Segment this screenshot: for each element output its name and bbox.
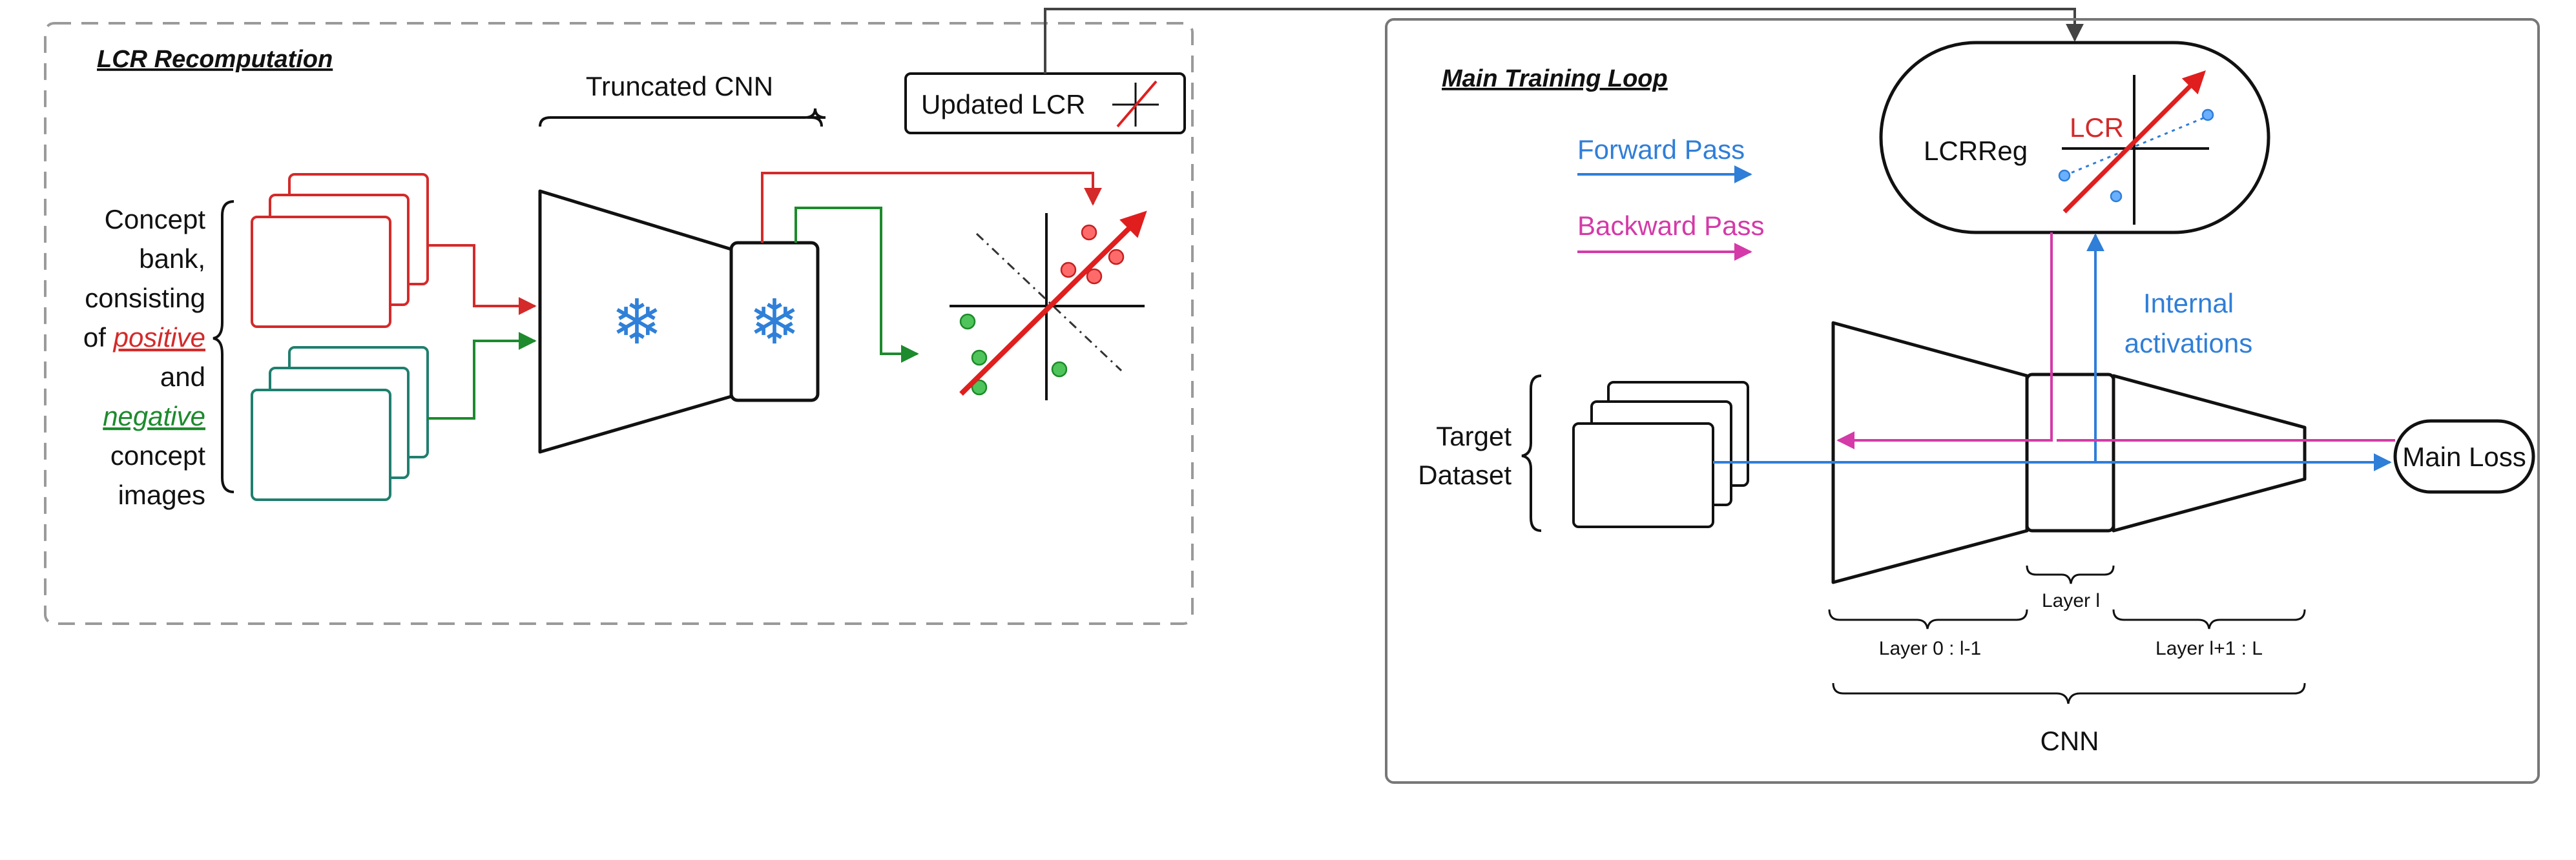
target-image-stack	[1572, 381, 1749, 528]
mini-lcr-icon	[1112, 80, 1159, 128]
negative-point	[971, 349, 988, 366]
concept-brace	[213, 200, 234, 493]
lcr-vector	[2062, 70, 2206, 214]
activation-projection	[2064, 115, 2208, 177]
target-dataset-line-2: Dataset	[1418, 460, 1511, 490]
negative-point	[1051, 361, 1068, 378]
target-dataset-line-1: Target	[1436, 421, 1511, 451]
lcrreg-label: LCRReg	[1924, 136, 2028, 166]
snowflake-icon: ❄	[749, 286, 800, 358]
positive-activation-arrow	[761, 172, 1102, 243]
positive-point	[1086, 268, 1103, 285]
left-panel-title: LCR Recomputation	[97, 46, 333, 73]
lcrreg-module	[1879, 41, 2270, 234]
main-loss-node	[2393, 419, 2535, 494]
lcr-recomputation-panel: LCR Recomputation Concept bank, consisti…	[44, 22, 1194, 625]
positive-input-arrow	[428, 244, 537, 315]
layer-0-brace	[1828, 609, 2028, 630]
lcr-update-connector	[1044, 8, 2084, 74]
negative-image-stack	[251, 346, 429, 501]
internal-activations-line-2: activations	[2124, 328, 2252, 358]
concept-bank-label: Concept bank, consisting of positive and…	[83, 204, 205, 510]
negative-word: negative	[103, 401, 205, 431]
negative-point	[959, 313, 976, 330]
truncated-cnn-label: Truncated CNN	[586, 71, 773, 101]
positive-point	[1108, 249, 1125, 265]
cnn-brace	[1832, 682, 2306, 704]
layer-0-label: Layer 0 : l-1	[1879, 638, 1981, 659]
cnn-head	[2112, 374, 2307, 533]
lcrreg-backward-arrow	[1836, 232, 2053, 449]
positive-image-stack	[251, 173, 429, 328]
right-panel-title: Main Training Loop	[1442, 65, 1668, 92]
concept-line-1: Concept	[105, 204, 206, 234]
concept-line-4: of positive	[83, 322, 205, 353]
snowflake-icon: ❄	[611, 286, 663, 358]
positive-image-1	[251, 216, 391, 328]
layer-rest-brace	[2112, 609, 2306, 630]
layer-l-brace	[2026, 565, 2115, 584]
positive-point	[1081, 224, 1097, 241]
cnn-encoder	[1831, 321, 2029, 584]
concept-line-7: concept	[110, 440, 205, 471]
layer-rest-label: Layer l+1 : L	[2155, 638, 2263, 659]
concept-scatter-plot	[950, 210, 1147, 400]
decision-boundary	[975, 232, 1123, 372]
activation-point	[2201, 108, 2214, 121]
layer-l-label: Layer l	[2042, 590, 2100, 611]
concept-line-8: images	[118, 480, 205, 510]
right-panel-border	[1385, 18, 2540, 784]
activation-point	[2058, 169, 2071, 182]
main-loss-label: Main Loss	[2402, 442, 2526, 472]
target-dataset-brace	[1521, 374, 1542, 532]
concept-of-prefix: of	[83, 322, 114, 353]
updated-lcr-label: Updated LCR	[921, 89, 1085, 119]
concept-line-3: consisting	[85, 283, 205, 313]
main-training-loop-panel: Main Training Loop Forward Pass Backward…	[1385, 18, 2540, 784]
forward-pass-legend-label: Forward Pass	[1577, 134, 1745, 165]
internal-activations-line-1: Internal	[2143, 288, 2234, 318]
truncated-cnn-brace	[539, 108, 826, 127]
positive-word: positive	[112, 322, 205, 353]
backward-pass-legend-label: Backward Pass	[1577, 210, 1764, 241]
concept-line-5: and	[160, 362, 205, 392]
activation-point	[2110, 190, 2123, 203]
negative-activation-arrow	[795, 207, 919, 363]
lcr-vector	[959, 210, 1147, 396]
lcr-label: LCR	[2070, 112, 2124, 143]
frozen-layer-block	[729, 241, 820, 402]
positive-point	[1060, 261, 1077, 278]
target-image-1	[1572, 422, 1714, 528]
negative-image-1	[251, 389, 391, 501]
left-panel-border	[44, 22, 1194, 625]
negative-point	[971, 379, 988, 396]
cnn-layer-l	[2025, 373, 2115, 533]
cnn-label: CNN	[2041, 726, 2099, 756]
concept-line-2: bank,	[139, 243, 205, 274]
negative-input-arrow	[428, 332, 537, 420]
lcrreg-plot: LCR	[2058, 70, 2214, 225]
